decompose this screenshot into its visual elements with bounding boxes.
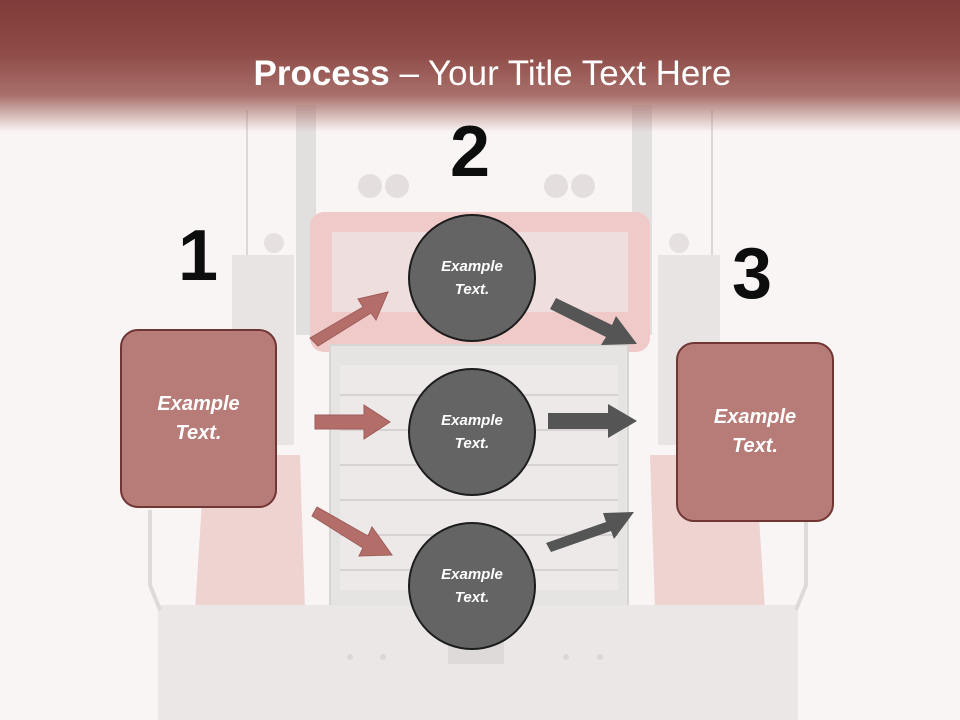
step-number-1: 1 [178, 216, 219, 296]
title-regular-part: – Your Title Text Here [389, 54, 732, 93]
arrow-to-circle-top [309, 291, 389, 347]
circle-middle-label: Example Text. [441, 412, 503, 452]
slide-title: Process – Your Title Text Here [0, 52, 960, 96]
right-box-label: Example Text. [713, 406, 797, 457]
step-number-2: 2 [450, 112, 491, 192]
left-box-label: Example Text. [157, 392, 240, 444]
circle-middle[interactable]: Example Text. [408, 368, 536, 496]
arrow-to-circle-middle [314, 404, 391, 440]
circle-top-label: Example Text. [441, 258, 503, 298]
step-number-3: 3 [732, 234, 773, 314]
circle-bottom-label: Example Text. [441, 566, 503, 606]
arrow-to-circle-bottom [311, 506, 393, 557]
right-text-box[interactable]: Example Text. [676, 342, 834, 522]
arrow-from-circle-bottom [546, 512, 634, 552]
title-banner [0, 0, 960, 132]
arrow-from-circle-top [550, 298, 637, 345]
circle-top[interactable]: Example Text. [408, 214, 536, 342]
arrow-from-circle-middle [548, 404, 637, 438]
circle-bottom[interactable]: Example Text. [408, 522, 536, 650]
left-text-box[interactable]: Example Text. [120, 329, 277, 508]
title-bold-part: Process [253, 54, 390, 93]
